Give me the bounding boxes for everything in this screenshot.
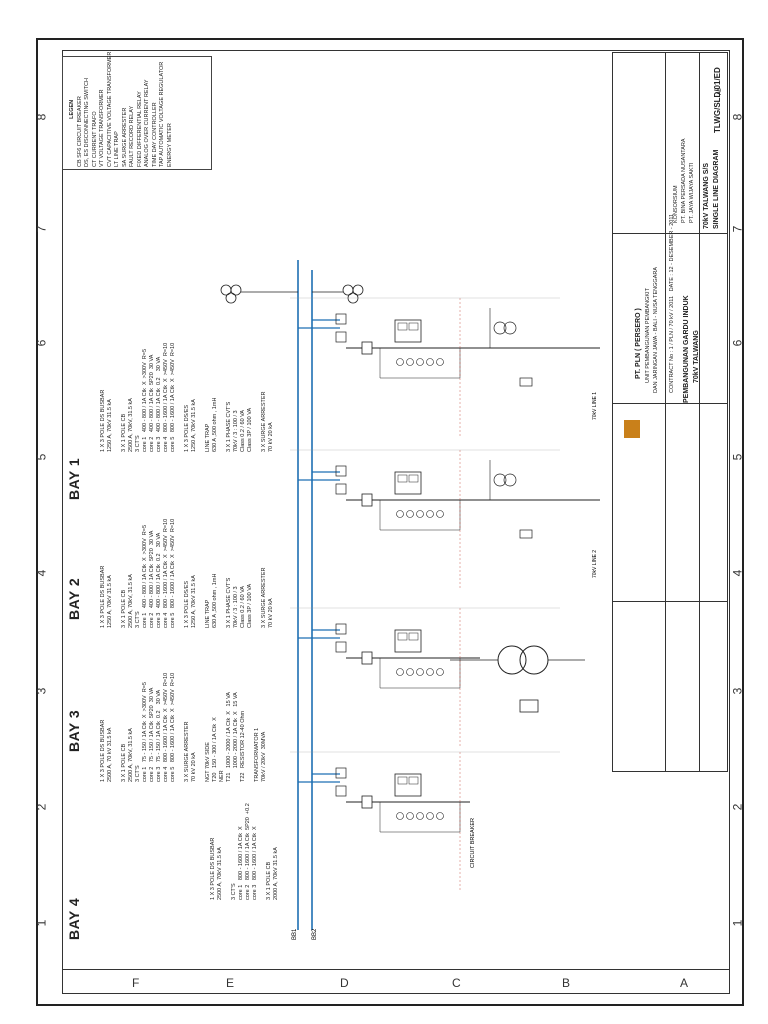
cvt-icon: [503, 321, 517, 335]
zone-letter: A: [680, 976, 689, 990]
busbar-cvt-top-left: [220, 284, 298, 304]
relay-module-icon: [408, 776, 419, 785]
busbar-2-label: BB2: [312, 928, 318, 940]
current-transformer-icon: [426, 668, 434, 676]
current-transformer-icon: [416, 510, 424, 518]
drawing-title-1: 70kV TALWANG S/S: [703, 163, 710, 229]
relay-panel-icon: [394, 471, 422, 495]
contract-value: 1 / PLN / 70 kV / 2011: [669, 295, 675, 350]
date-label: DATE :: [669, 274, 675, 292]
relay-module-icon: [397, 776, 408, 785]
current-transformer-icon: [406, 510, 414, 518]
cvt-icon: [493, 321, 507, 335]
current-transformer-icon: [396, 358, 404, 366]
current-transformer-icon: [436, 812, 444, 820]
disconnect-switch-icon: [335, 785, 347, 797]
consortium-member-1: PT. BINA PERSADA NUSANTARA: [681, 138, 687, 223]
cvt-icon: [493, 473, 507, 487]
drawing-title-2: SINGLE LINE DIAGRAM: [713, 149, 720, 229]
relay-module-icon: [397, 474, 408, 483]
current-transformer-icon: [396, 668, 404, 676]
relay-panel-icon: [394, 629, 422, 653]
consortium-member-2: PT. JAYA WIJAYA SAKTI: [689, 162, 695, 223]
current-transformer-icon: [426, 812, 434, 820]
zone-letter: F: [132, 976, 140, 990]
cvt-icon: [503, 473, 517, 487]
disconnect-switch-icon: [335, 623, 347, 635]
current-transformer-icon: [416, 812, 424, 820]
current-transformer-icon: [396, 812, 404, 820]
zone-letter: B: [562, 976, 571, 990]
relay-panel-icon: [394, 773, 422, 797]
line-1-label: 70kV LINE 1: [592, 392, 598, 420]
disconnect-switch-icon: [335, 465, 347, 477]
busbar-1-label: BB1: [292, 928, 298, 940]
current-transformer-icon: [436, 510, 444, 518]
owner-subtitle-2: DAN JARINGAN JAWA - BALI - NUSA TENGGARA: [653, 266, 659, 393]
relay-module-icon: [408, 322, 419, 331]
bay-feeders: [290, 297, 600, 892]
zone-letter: E: [226, 976, 235, 990]
control-wire: [379, 802, 461, 833]
control-wire: [379, 500, 461, 531]
zone-letter: C: [452, 976, 461, 990]
disconnect-switch-icon: [335, 313, 347, 325]
outer-frame: [36, 38, 744, 1006]
relay-module-icon: [408, 632, 419, 641]
contract-label: CONTRACT No :: [669, 350, 675, 393]
date-value: 12 - DESEMBER - 2011: [669, 213, 675, 273]
contract-no: CONTRACT No : 1 / PLN / 70 kV / 2011 DAT…: [669, 214, 675, 393]
power-transformer-symbol: [450, 645, 585, 713]
aux-label: CIRCUIT BREAKER: [470, 818, 476, 868]
current-transformer-icon: [426, 510, 434, 518]
disconnect-switch-icon: [335, 767, 347, 779]
project-title-2: 70kV TALWANG: [693, 330, 700, 383]
current-transformer-icon: [416, 358, 424, 366]
control-wire: [379, 658, 461, 689]
current-transformer-icon: [396, 510, 404, 518]
pln-logo: [624, 420, 640, 438]
current-transformer-icon: [406, 358, 414, 366]
sheet-size: A3: [717, 88, 723, 95]
line-2-label: 70kV LINE 2: [592, 550, 598, 578]
zone-letter: D: [340, 976, 349, 990]
disconnect-switch-icon: [335, 483, 347, 495]
title-block: 70kV TALWANG S/S SINGLE LINE DIAGRAM KON…: [612, 52, 728, 772]
circuit-breaker-icon: [361, 493, 373, 507]
circuit-breaker-icon: [361, 795, 373, 809]
current-transformer-icon: [416, 668, 424, 676]
relay-module-icon: [397, 322, 408, 331]
disconnect-switch-icon: [335, 641, 347, 653]
drawing-number: TLWG/SLD/01/ED: [713, 67, 722, 133]
current-transformer-icon: [436, 668, 444, 676]
disconnect-switch-icon: [335, 331, 347, 343]
current-transformer-icon: [436, 358, 444, 366]
busbar-cvt-top-right: [312, 284, 364, 304]
current-transformer-icon: [406, 812, 414, 820]
relay-module-icon: [397, 632, 408, 641]
current-transformer-icon: [426, 358, 434, 366]
current-transformer-icon: [406, 668, 414, 676]
zone-letter-strip: [62, 970, 730, 994]
relay-module-icon: [408, 474, 419, 483]
circuit-breaker-icon: [361, 651, 373, 665]
control-wire: [379, 348, 461, 379]
relay-panel-icon: [394, 319, 422, 343]
project-title-1: PEMBANGUNAN GARDU INDUK: [683, 295, 690, 403]
line-trap-icon: [519, 377, 533, 387]
circuit-breaker-icon: [361, 341, 373, 355]
owner-name: PT. PLN ( PERSERO ): [635, 308, 642, 379]
inner-frame: [62, 50, 730, 970]
owner-subtitle-1: UNIT PEMBANGUNAN PEMBANGKIT: [645, 288, 651, 383]
line-trap-icon: [519, 529, 533, 539]
